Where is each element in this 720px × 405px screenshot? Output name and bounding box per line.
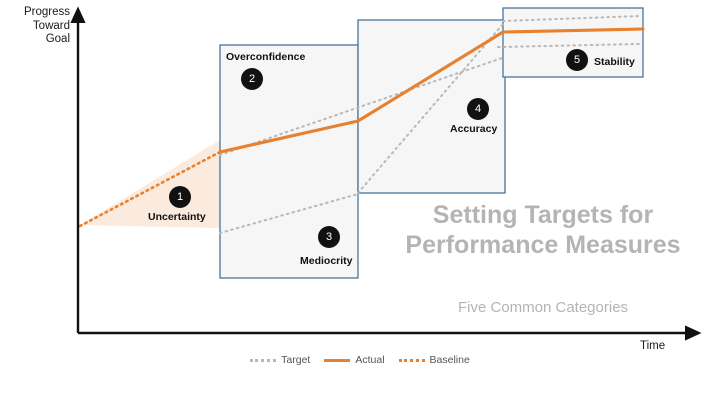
y-axis-label: Progress Toward Goal [23, 6, 70, 45]
legend-label-actual: Actual [355, 354, 385, 366]
legend-label-baseline: Baseline [429, 354, 470, 366]
target-line-accuracy [357, 23, 504, 194]
category-badge-5[interactable]: 5 [566, 49, 588, 71]
legend-item-target[interactable]: Target [250, 354, 310, 366]
legend-swatch-target-icon [250, 358, 277, 362]
category-badge-3[interactable]: 3 [318, 226, 340, 248]
target-line-overconfidence [219, 56, 506, 156]
deck-title: Setting Targets for Performance Measures [405, 201, 681, 259]
category-label-stability: Stability [594, 56, 635, 68]
category-label-uncertainty: Uncertainty [148, 211, 206, 223]
legend-item-baseline[interactable]: Baseline [398, 354, 470, 366]
category-label-accuracy: Accuracy [450, 123, 498, 135]
x-axis-label: Time [640, 340, 666, 352]
legend-label-target: Target [281, 354, 311, 366]
legend-swatch-actual-icon [324, 358, 351, 362]
chart-legend: Target Actual Baseline [0, 354, 720, 366]
category-badge-4[interactable]: 4 [467, 98, 489, 120]
target-line-stability-lower [497, 43, 641, 48]
legend-swatch-baseline-icon [398, 358, 425, 362]
target-line-stability-upper [502, 15, 641, 22]
legend-item-actual[interactable]: Actual [324, 354, 385, 366]
category-badge-2[interactable]: 2 [241, 68, 263, 90]
actual-line [218, 27, 645, 154]
target-line-mediocrity [219, 193, 359, 234]
deck-subtitle: Five Common Categories [457, 299, 629, 316]
category-label-overconfidence: Overconfidence [226, 51, 306, 63]
category-badge-1[interactable]: 1 [169, 186, 191, 208]
category-label-mediocrity: Mediocrity [300, 255, 353, 267]
